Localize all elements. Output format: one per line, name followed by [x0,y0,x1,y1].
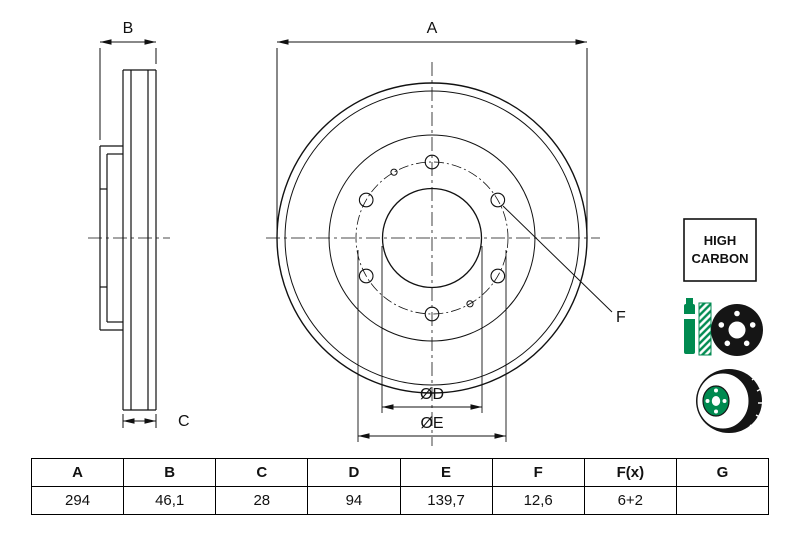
bolt-holes [358,154,506,322]
side-view [99,69,157,411]
front-view [276,82,588,394]
dimension-d [381,246,483,413]
value-b: 46,1 [123,486,217,515]
value-fx: 6+2 [583,486,677,515]
value-e: 139,7 [399,486,493,515]
value-c: 28 [215,486,309,515]
value-f: 12,6 [491,486,585,515]
centerlines [88,62,600,446]
dimension-e [357,250,507,442]
col-header-b: B [123,458,217,487]
col-header-f: F [491,458,585,487]
col-header-g: G [675,458,770,487]
vent-ticks [749,375,765,430]
col-header-fx: F(x) [583,458,677,487]
dimension-f-label: F [616,309,626,326]
dimension-table: A B C D E F F(x) G 294 46,1 28 94 139,7 … [30,458,770,515]
dimension-c-label: C [178,413,190,430]
center-bore-circle [381,187,483,289]
friction-inner-circle [328,134,536,342]
dimension-e-label: ØE [420,415,443,432]
brake-caliper-pad-disc-icon [684,298,763,356]
dimension-d-label: ØD [420,386,444,403]
value-g [675,486,770,515]
pin-holes [390,168,474,308]
col-header-c: C [215,458,309,487]
col-header-d: D [307,458,401,487]
dimension-c [122,414,157,428]
leader-f [502,205,613,313]
disc-bolt-holes [718,310,756,347]
high-carbon-line1: HIGH [704,233,737,248]
outer-diameter-circle [276,82,588,394]
rim-chamfer-circle [284,90,580,386]
high-carbon-line2: CARBON [691,251,748,266]
technical-drawing: A B C ØD ØE [88,20,765,446]
dimension-a [276,39,588,230]
dimension-b [99,39,157,140]
brake-disc-3d-icon [696,369,765,433]
value-a: 294 [30,486,125,515]
col-header-a: A [30,458,125,487]
value-d: 94 [307,486,401,515]
high-carbon-badge: HIGH CARBON [683,218,757,282]
table-value-row: 294 46,1 28 94 139,7 12,6 6+2 [30,486,770,515]
bolt-circle [355,161,509,315]
table-header-row: A B C D E F F(x) G [30,458,770,487]
dimension-a-label: A [427,20,438,37]
dimension-b-label: B [123,20,134,37]
col-header-e: E [399,458,493,487]
hub-bolt-holes [705,388,727,414]
